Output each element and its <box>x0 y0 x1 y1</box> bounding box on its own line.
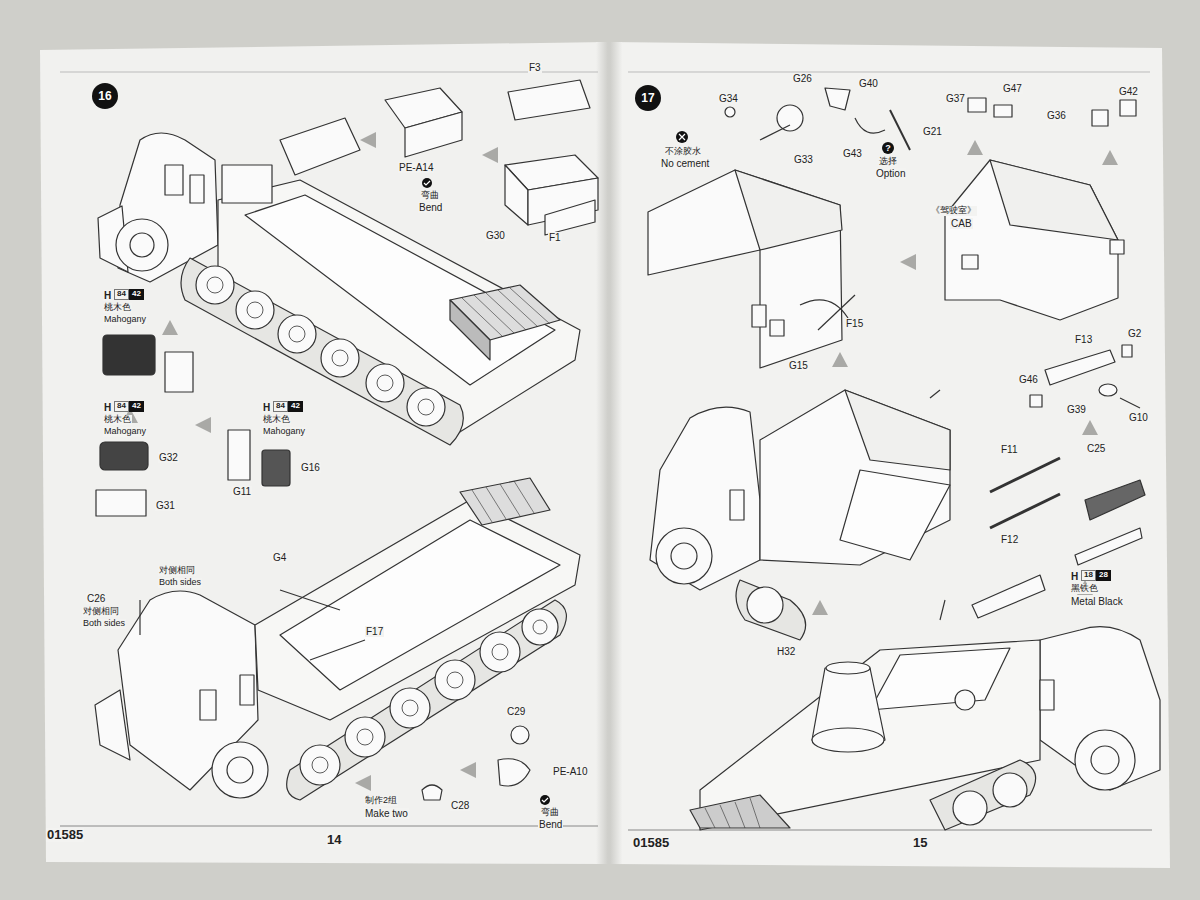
page-number: 01585 <box>632 836 670 850</box>
paint-code: 42 <box>129 401 144 412</box>
part-label: Bend <box>418 202 443 213</box>
part-label: G32 <box>158 452 179 463</box>
note-text: 对侧相同 <box>158 566 196 576</box>
note-text: 制作2组 <box>364 796 398 806</box>
part-label: G33 <box>793 154 814 165</box>
part-label: G40 <box>858 78 879 89</box>
part-label: No cement <box>660 158 710 169</box>
paint-code: H <box>262 402 271 413</box>
svg-text:?: ? <box>885 143 891 153</box>
note-text: 桃木色 <box>103 303 132 313</box>
part-label: G43 <box>842 148 863 159</box>
page-number: 01585 <box>46 828 84 842</box>
part-label: CAB <box>950 218 973 229</box>
part-label: C26 <box>86 593 106 604</box>
page-number: 15 <box>912 836 928 850</box>
part-label: Option <box>875 168 906 179</box>
note-text: 弯曲 <box>420 191 440 201</box>
part-label: F3 <box>528 62 542 73</box>
paint-code: 18 <box>1081 570 1096 581</box>
part-label: G46 <box>1018 374 1039 385</box>
part-label: H32 <box>776 646 796 657</box>
step-label: 16 <box>98 89 111 103</box>
part-label: PE-A14 <box>398 162 434 173</box>
paint-code: 42 <box>129 289 144 300</box>
paint-code: 84 <box>114 289 129 300</box>
part-label: F12 <box>1000 534 1019 545</box>
part-label: F13 <box>1074 334 1093 345</box>
part-label: G47 <box>1002 83 1023 94</box>
paint-code: 84 <box>273 401 288 412</box>
part-label: G39 <box>1066 404 1087 415</box>
part-label: G4 <box>272 552 287 563</box>
step-number: 17 <box>635 85 661 111</box>
part-label: PE-A10 <box>552 766 588 777</box>
part-label: G11 <box>232 486 252 497</box>
note-text: 对侧相同 <box>82 607 120 617</box>
paint-code: 84 <box>114 401 129 412</box>
part-label: G31 <box>155 500 176 511</box>
note-text: 桃木色 <box>103 415 132 425</box>
part-label: G42 <box>1118 86 1139 97</box>
note-text: 《驾驶室》 <box>930 206 977 216</box>
paint-code: 42 <box>288 401 303 412</box>
paint-code: 28 <box>1096 570 1111 581</box>
part-label: G26 <box>792 73 813 84</box>
part-label: G15 <box>788 360 809 371</box>
part-label: G2 <box>1127 328 1142 339</box>
part-label: Bend <box>538 819 563 830</box>
part-label: G30 <box>485 230 506 241</box>
paint-code: H <box>103 402 112 413</box>
part-label: G37 <box>945 93 966 104</box>
note-text: 弯曲 <box>540 808 560 818</box>
page-number: 14 <box>326 833 342 847</box>
note-text: Mahogany <box>103 427 147 437</box>
note-text: Both sides <box>158 578 202 588</box>
note-text: 黑铁色 <box>1070 584 1099 594</box>
part-label: F17 <box>365 626 384 637</box>
part-label: C25 <box>1086 443 1106 454</box>
note-text: Both sides <box>82 619 126 629</box>
note-text: Mahogany <box>262 427 306 437</box>
step-label: 17 <box>641 91 654 105</box>
note-text: 桃木色 <box>262 415 291 425</box>
part-label: C28 <box>450 800 470 811</box>
part-label: G16 <box>300 462 321 473</box>
note-text: 选择 <box>878 157 898 167</box>
paint-code: H <box>103 290 112 301</box>
part-label: G34 <box>718 93 739 104</box>
part-label: G10 <box>1128 412 1149 423</box>
part-label: Metal Black <box>1070 596 1124 607</box>
part-label: F15 <box>845 318 864 329</box>
part-label: Make two <box>364 808 409 819</box>
part-label: G21 <box>922 126 943 137</box>
part-label: G36 <box>1046 110 1067 121</box>
paint-code: H <box>1070 571 1079 582</box>
part-label: F11 <box>1000 444 1019 455</box>
step-number: 16 <box>92 83 118 109</box>
note-text: 不涂胶水 <box>664 147 702 157</box>
note-text: Mahogany <box>103 315 147 325</box>
part-label: F1 <box>548 232 562 243</box>
part-label: C29 <box>506 706 526 717</box>
